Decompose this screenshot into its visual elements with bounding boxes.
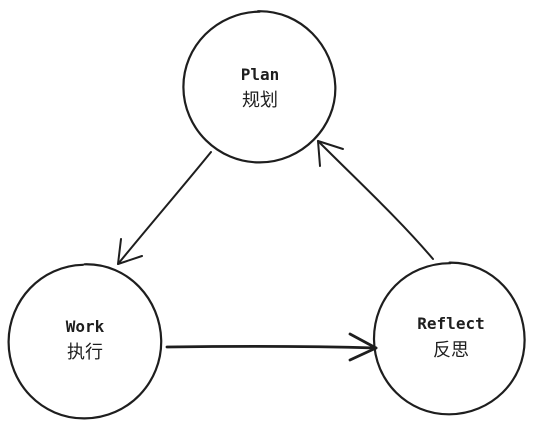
node-plan-title: Plan <box>241 65 280 84</box>
node-reflect-title: Reflect <box>417 314 484 333</box>
node-work-circle <box>7 263 163 420</box>
edge-reflect-to-plan-line <box>317 140 434 260</box>
edge-reflect-to-plan <box>317 140 434 260</box>
node-work: Work 执行 <box>7 263 163 420</box>
edge-work-to-reflect-arrowhead <box>348 332 378 362</box>
edge-plan-to-work-line <box>117 151 212 265</box>
node-reflect-circle <box>372 261 526 416</box>
edge-plan-to-work-arrowhead <box>117 238 143 265</box>
node-reflect: Reflect 反思 <box>372 261 526 416</box>
node-plan-subtitle: 规划 <box>242 90 278 111</box>
edge-reflect-to-plan-arrowhead <box>317 140 344 167</box>
node-work-subtitle: 执行 <box>67 342 103 363</box>
node-plan: Plan 规划 <box>182 10 337 164</box>
edge-work-to-reflect <box>165 332 378 362</box>
node-work-title: Work <box>66 317 105 336</box>
edge-plan-to-work <box>117 151 212 265</box>
node-plan-circle <box>182 10 337 164</box>
node-reflect-subtitle: 反思 <box>433 340 469 361</box>
edge-work-to-reflect-line <box>165 344 378 350</box>
